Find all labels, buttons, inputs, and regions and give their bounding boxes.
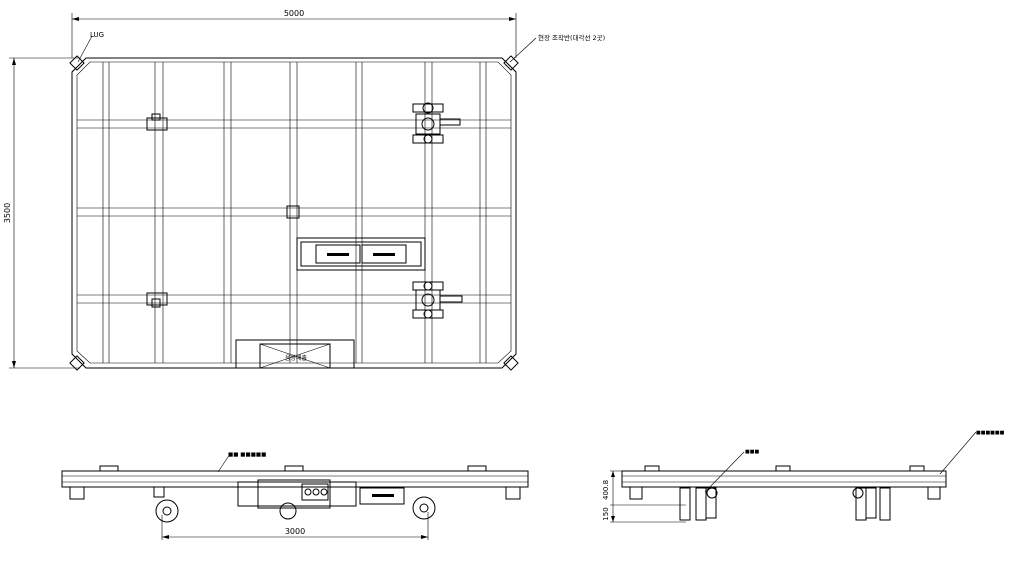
end-callout-top: ■■■■■■ <box>976 430 1005 436</box>
height-dimension: 3500 <box>3 57 80 369</box>
inner-frame <box>76 61 512 364</box>
lug-label: LUG <box>90 31 104 39</box>
end-wheels-right <box>852 487 891 521</box>
horizontal-members <box>77 119 511 304</box>
member-brackets <box>146 113 300 308</box>
end-view: 400.8 150 ■■■ ■■■■■■ <box>602 430 1005 523</box>
actuator-assembly-lower <box>412 281 463 319</box>
corner-lugs <box>69 55 519 371</box>
plan-view: 5000 3500 LUG 현장 조작반(대각선 <box>3 9 605 371</box>
side-callout: ■■ ■■■■■ <box>228 452 266 458</box>
bottom-discharge-box: 음향배출 <box>235 339 355 369</box>
actuator-assembly-upper <box>412 102 461 144</box>
end-wheels-left <box>679 487 718 521</box>
vertical-members <box>102 62 487 363</box>
width-dim-text: 5000 <box>284 9 304 18</box>
bottom-box-label: 음향배출 <box>285 354 308 362</box>
control-box <box>296 237 426 271</box>
height-dim-text: 3500 <box>3 203 12 223</box>
lug-callout: LUG <box>77 31 104 63</box>
side-view: ■■ ■■■■■ 3000 <box>61 452 529 540</box>
corner-note-callout: 현장 조작반(대각선 2곳) <box>509 33 605 63</box>
width-dimension: 5000 <box>71 9 517 58</box>
dim-400: 400.8 <box>602 480 610 500</box>
corner-note: 현장 조작반(대각선 2곳) <box>538 33 605 42</box>
dim-150: 150 <box>602 507 610 520</box>
outer-frame <box>71 57 517 369</box>
end-callout-mid: ■■■ <box>745 449 759 455</box>
span-dim-text: 3000 <box>285 527 305 536</box>
